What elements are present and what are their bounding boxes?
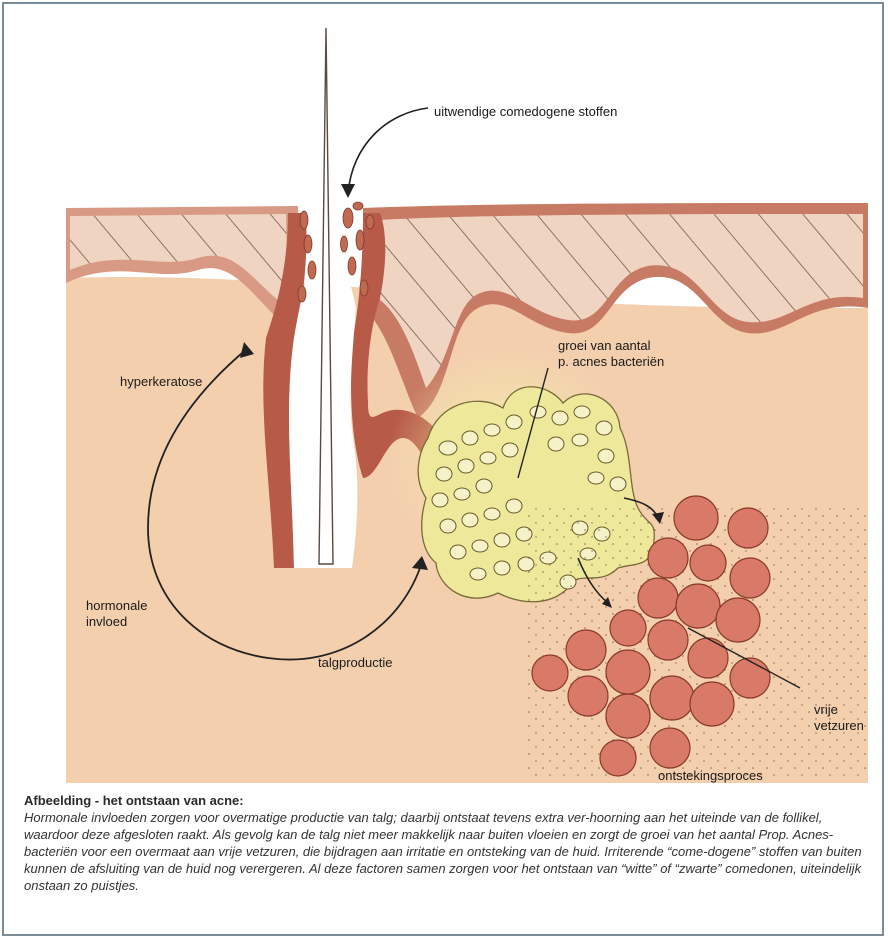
caption-title: Afbeelding - het ontstaan van acne: <box>24 792 872 809</box>
label-hormonal: hormonale invloed <box>86 598 147 630</box>
label-bacteria-line2: p. acnes bacteriën <box>558 354 664 369</box>
caption-body: Hormonale invloeden zorgen voor overmati… <box>24 809 872 894</box>
label-fatty-line1: vrije <box>814 702 838 717</box>
label-bacteria-line1: groei van aantal <box>558 338 651 353</box>
label-hormonal-line2: invloed <box>86 614 127 629</box>
label-sebum: talgproductie <box>318 655 392 671</box>
label-inflammation: ontstekingsproces <box>658 768 763 784</box>
label-bacteria: groei van aantal p. acnes bacteriën <box>558 338 664 370</box>
label-fatty-line2: vetzuren <box>814 718 864 733</box>
acne-illustration <box>8 8 888 788</box>
label-hyperkeratosis: hyperkeratose <box>120 374 202 390</box>
figure-caption: Afbeelding - het ontstaan van acne: Horm… <box>24 792 872 894</box>
label-comedogenic: uitwendige comedogene stoffen <box>434 104 617 120</box>
label-fatty-acids: vrije vetzuren <box>814 702 864 734</box>
label-hormonal-line1: hormonale <box>86 598 147 613</box>
comedogenic-arrow <box>348 108 428 193</box>
